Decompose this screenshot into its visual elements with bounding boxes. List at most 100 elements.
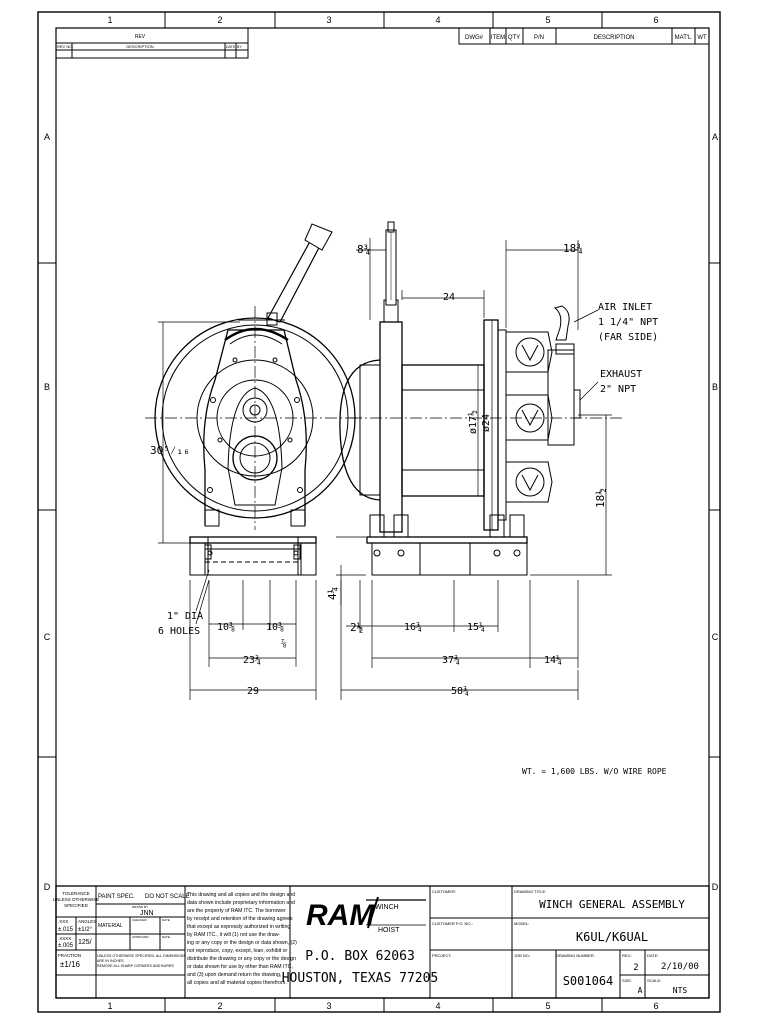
dim-18-1-2: 18½ (594, 488, 607, 508)
dim-29: 29 (247, 686, 259, 697)
dim-14-1-4: 14¼ (544, 654, 562, 666)
project-label: PROJECT: (432, 953, 451, 958)
dim-15-1-4: 15¼ (467, 621, 485, 633)
pl-item: ITEM (491, 35, 505, 41)
weight-note: WT. = 1,600 LBS. W/O WIRE ROPE (522, 767, 667, 776)
rev-col-revno: REV NO. (57, 44, 73, 49)
zone-col-2-bottom: 2 (217, 1001, 222, 1011)
checked-label: CHECKED (132, 918, 148, 922)
zone-row-c-left: C (44, 632, 51, 642)
drawing-title: WINCH GENERAL ASSEMBLY (539, 898, 685, 911)
dim-18-3-4: 18¾ (563, 242, 583, 255)
approved-label: APPROVED (132, 935, 150, 939)
prop-line-8: not reproduce, copy, except, loan, exhib… (187, 948, 288, 954)
air-inlet-line3: (FAR SIDE) (598, 332, 658, 343)
zone-row-d-left: D (44, 882, 51, 892)
front-view (145, 223, 365, 576)
date-label-2: DATE (162, 935, 170, 939)
exhaust-line1: EXHAUST (600, 369, 642, 380)
tol-header-1: TOLERANCE (62, 891, 89, 896)
drawing-title-label: DRAWING TITLE: (514, 889, 546, 894)
drawn-by: JNN (140, 910, 154, 917)
job-no-label: JOB NO.: (514, 953, 531, 958)
zone-col-2-top: 2 (217, 15, 222, 25)
date-label: DATE: (647, 953, 658, 958)
date: 2/10/00 (661, 962, 699, 972)
title-block-text: TOLERANCE UNLESS OTHERWISE SPECIFIED .XX… (53, 889, 699, 998)
prop-line-1: This drawing and all copies and the desi… (187, 892, 295, 898)
zone-col-6-bottom: 6 (653, 1001, 658, 1011)
zone-col-3-bottom: 3 (326, 1001, 331, 1011)
tol-fraction-label: FRACTION (58, 953, 81, 958)
date-label-1: DATE (162, 918, 170, 922)
rev-col-date: DATE (226, 45, 236, 49)
ram-logo: RAM WINCH HOIST (306, 896, 426, 934)
hole-note-line2: 6 HOLES (158, 626, 200, 637)
notes-line2: ARE IN INCHES. (97, 959, 125, 963)
pl-qty: QTY (508, 35, 520, 41)
exhaust-line2: 2" NPT (600, 384, 636, 395)
customer-po-label: CUSTOMER P.O. NO.: (432, 921, 473, 926)
pl-dwg: DWG# (465, 35, 484, 41)
dim-dia-24: ø24 (481, 414, 492, 432)
logo-sub-winch: WINCH (375, 904, 399, 911)
tol-xxxx-label: .XXXX (58, 936, 71, 941)
scale: NTS (673, 986, 688, 995)
hole-note-line1: 1" DIA (167, 611, 203, 622)
dim-2-1-2: 2½ (350, 621, 363, 634)
air-inlet-line2: 1 1/4" NPT (598, 317, 658, 328)
dim-58-3-4: 58¾ (451, 685, 469, 697)
zone-col-4-top: 4 (435, 15, 440, 25)
prop-line-7: ing or any copy or the design or data sh… (187, 940, 297, 946)
prop-line-5: that except as expressly authorized in w… (187, 924, 290, 930)
drawing-number-label: DRAWING NUMBER: (556, 953, 595, 958)
tol-angle-label: ANGLES (78, 919, 96, 924)
prop-line-10: or data shown for use by other than RAM … (187, 964, 293, 970)
zone-row-b-right: B (712, 382, 718, 392)
rev-label: REV.: (622, 953, 632, 958)
drawing-number: S001064 (563, 974, 614, 988)
dim-16-3-4: 16¾ (404, 621, 422, 633)
zone-col-5-top: 5 (545, 15, 550, 25)
dim-10-3-8-b: 10⅜ (266, 621, 284, 633)
tol-fraction-value: ±1/16 (60, 960, 81, 969)
zone-row-b-left: B (44, 382, 50, 392)
size: A (638, 986, 643, 995)
rev-col-desc: DESCRIPTION (126, 44, 153, 49)
pl-wt: WT (697, 35, 707, 41)
dim-23-3-4: 23¾ (243, 654, 261, 666)
tol-angle-value: ±1/2° (78, 927, 93, 933)
zone-col-1-bottom: 1 (107, 1001, 112, 1011)
rev-header: REV (135, 34, 146, 40)
pl-desc: DESCRIPTION (593, 35, 634, 41)
air-inlet-line1: AIR INLET (598, 302, 652, 313)
tol-xxxx-value: ±.005 (58, 943, 74, 949)
title-block (55, 885, 710, 999)
prop-line-6: by RAM ITC., it will (1) not use the dra… (187, 932, 280, 938)
tol-finish: 125/ (78, 939, 92, 946)
zone-col-5-bottom: 5 (545, 1001, 550, 1011)
address-line1: P.O. BOX 62063 (305, 949, 415, 964)
dim-7-8: ⅞ (281, 639, 286, 649)
prop-line-4: by receipt and retention of the drawing … (187, 916, 293, 922)
prop-line-3: are the property of RAM ITC. The borrowe… (187, 908, 286, 914)
logo-text: RAM (306, 899, 375, 932)
dim-8-3-4: 8¾ (357, 243, 370, 256)
model-label: MODEL: (514, 921, 529, 926)
side-dims (336, 238, 612, 700)
scale-label: SCALE: (647, 978, 661, 983)
zone-row-a-left: A (44, 132, 50, 142)
address-line2: HOUSTON, TEXAS 77205 (282, 971, 439, 986)
size-label: SIZE: (622, 978, 632, 983)
notes-line3: REMOVE ALL SHARP CORNERS AND BURRS (97, 964, 174, 968)
zone-row-d-right: D (712, 882, 719, 892)
dim-4-1-4: 4¼ (326, 587, 339, 600)
prop-line-11: and (3) upon demand return the drawing, (187, 972, 281, 978)
zone-col-1-top: 1 (107, 15, 112, 25)
prop-line-9: distribute the drawing or any copy or th… (187, 956, 296, 962)
customer-label: CUSTOMER: (432, 889, 456, 894)
tol-xxx-value: ±.015 (58, 927, 74, 933)
drawn-by-label: DRAWN BY (132, 905, 148, 909)
logo-sub-hoist: HOIST (378, 927, 400, 934)
